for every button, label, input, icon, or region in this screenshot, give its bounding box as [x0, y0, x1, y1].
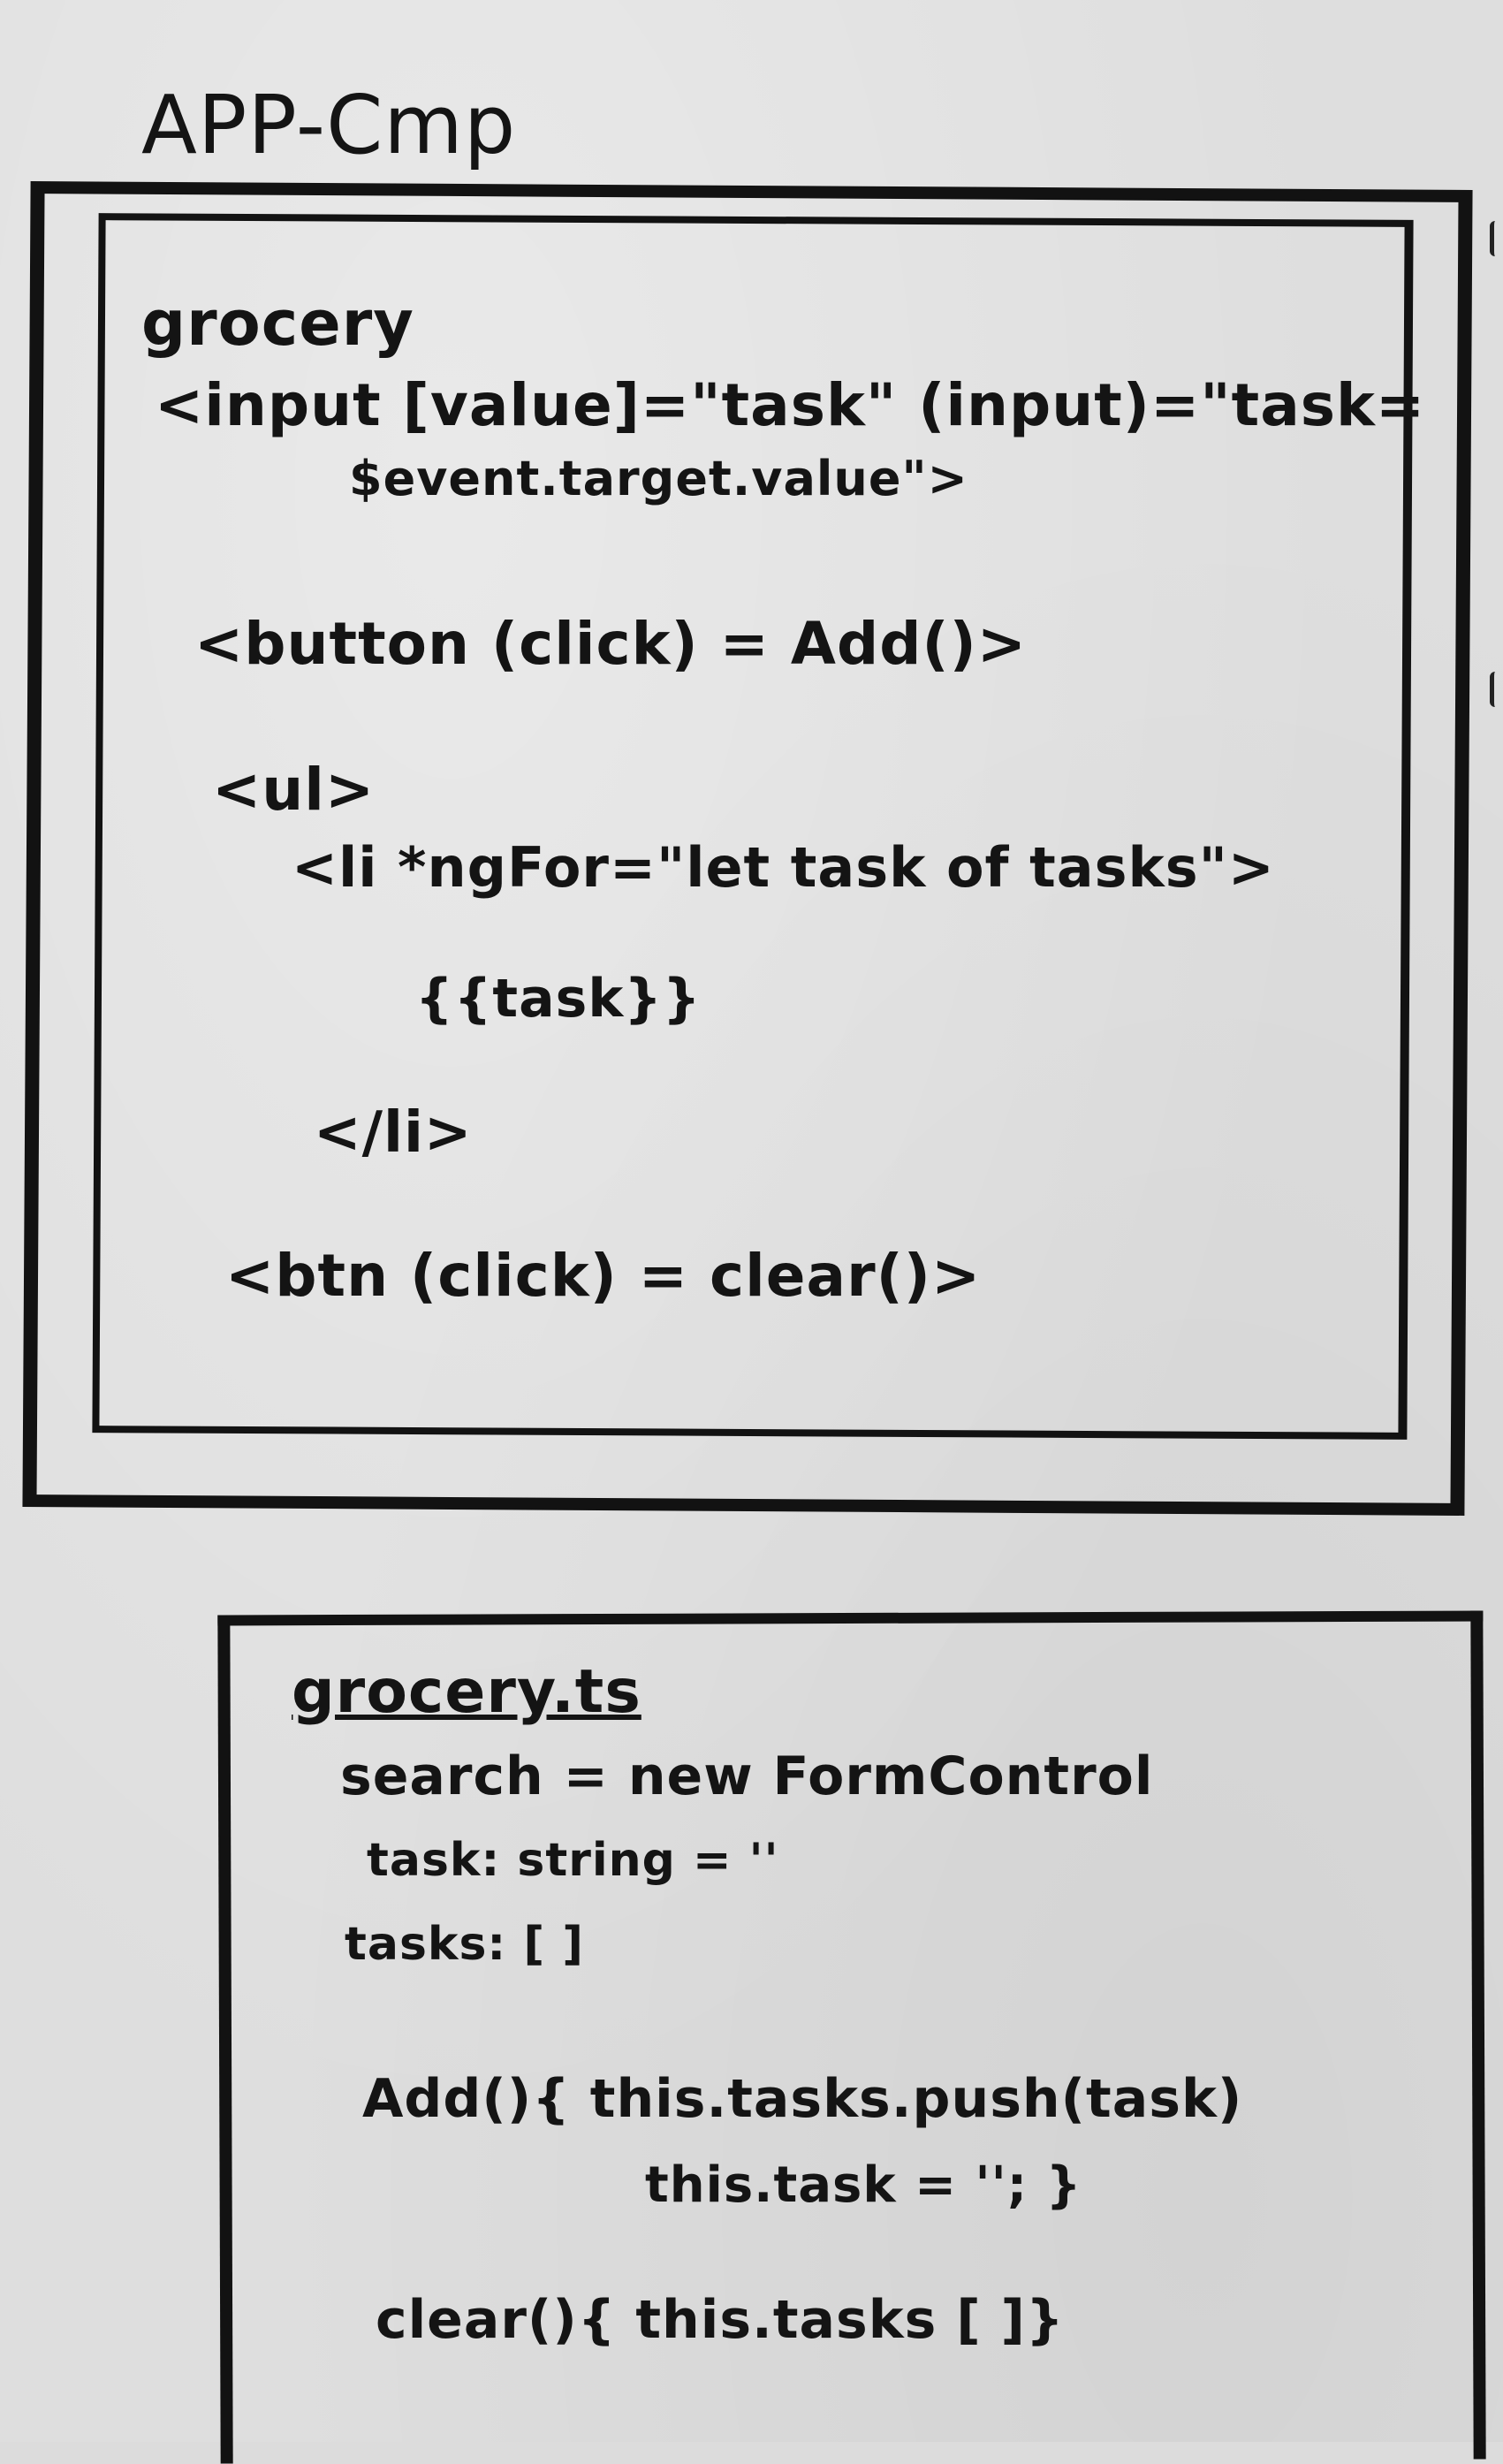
edge-mark	[1490, 221, 1503, 256]
code-line-input-continued: $event.target.value">	[349, 451, 968, 506]
code-line-interpolation: {{task}}	[415, 968, 702, 1030]
ts-line-task: task: string = ''	[367, 1834, 779, 1887]
edge-mark	[1490, 672, 1503, 707]
grocery-label: grocery	[141, 287, 414, 360]
code-line-ul-open: <ul>	[212, 756, 376, 824]
ts-line-tasks: tasks: [ ]	[345, 1918, 584, 1971]
ts-line-add: Add(){ this.tasks.push(task)	[362, 2068, 1243, 2130]
grocery-ts-label: grocery.ts	[292, 1657, 641, 1727]
diagram-title: APP-Cmp	[141, 78, 517, 172]
code-line-button: <button (click) = Add()>	[194, 610, 1028, 678]
ts-line-search: search = new FormControl	[340, 1745, 1154, 1807]
code-line-li-close: </li>	[314, 1100, 473, 1166]
code-line-input: <input [value]="task" (input)="task=	[155, 371, 1426, 439]
code-line-clear-button: <btn (click) = clear()>	[225, 1242, 982, 1310]
code-line-li-ngfor: <li *ngFor="let task of tasks">	[292, 835, 1275, 900]
ts-line-clear: clear(){ this.tasks [ ]}	[376, 2289, 1065, 2351]
ts-line-add-reset: this.task = ''; }	[645, 2156, 1082, 2214]
